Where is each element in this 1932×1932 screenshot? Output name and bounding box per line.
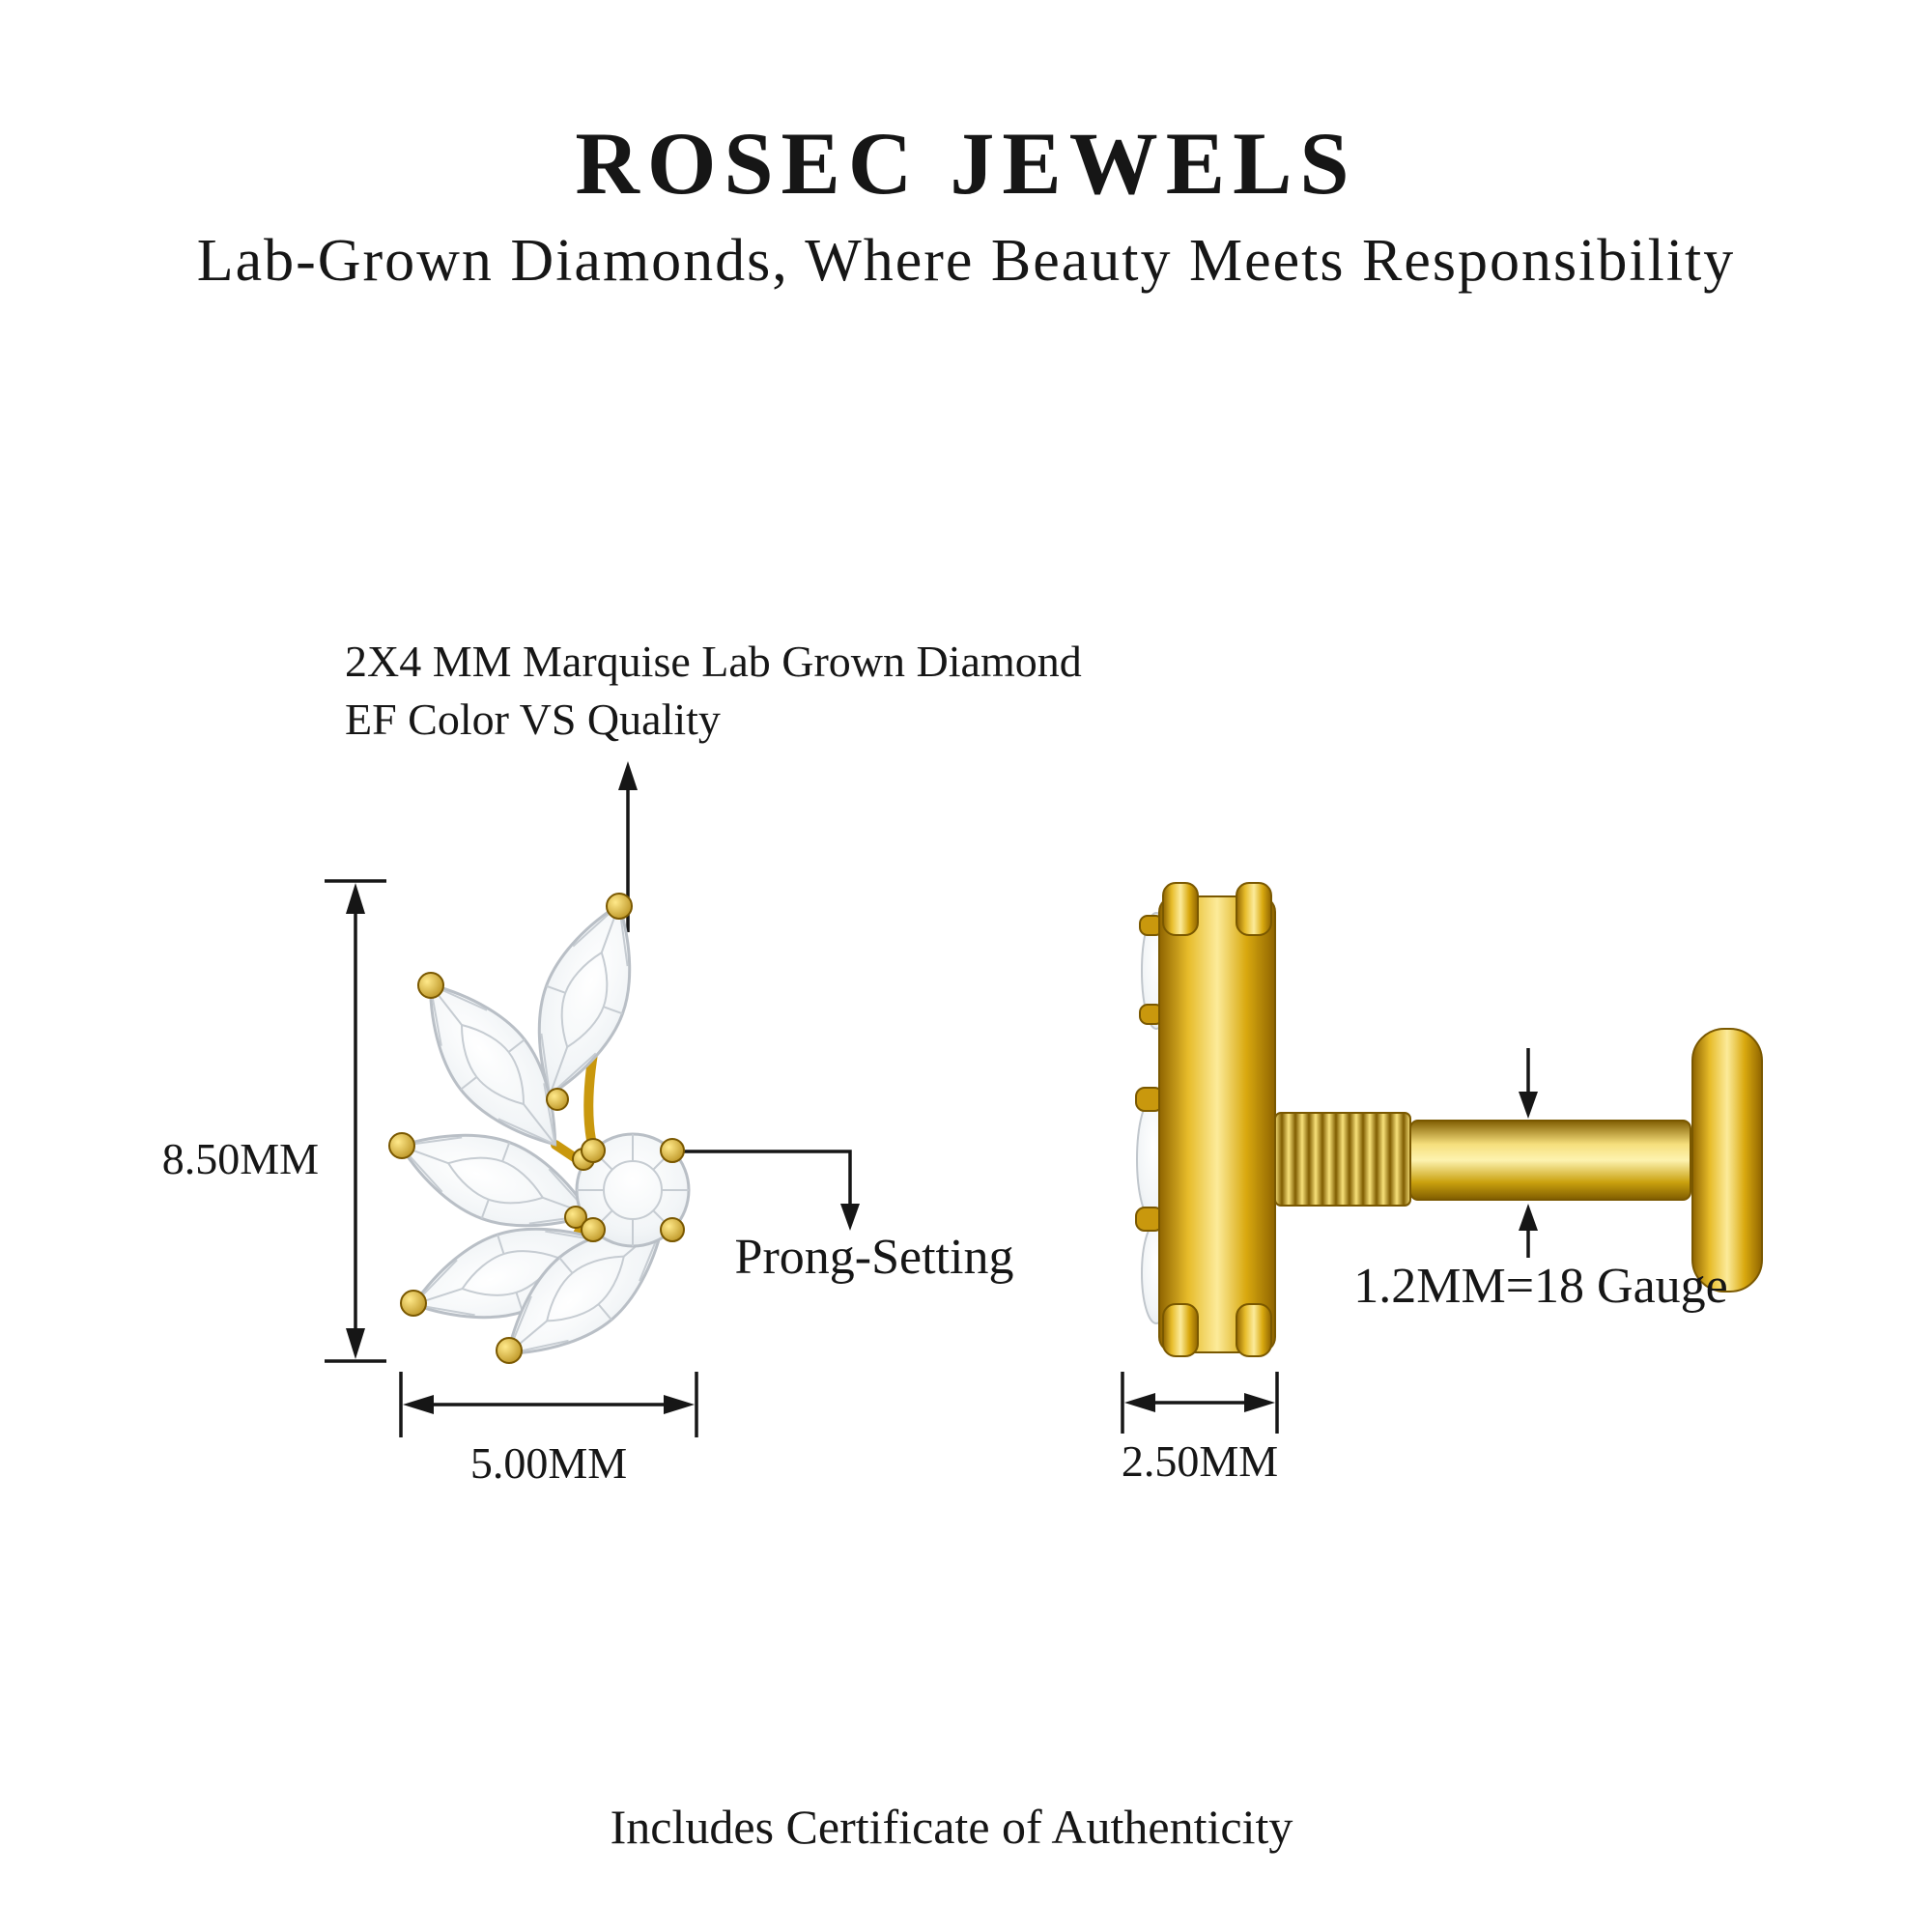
prong-setting-callout: Prong-Setting xyxy=(681,1150,1014,1285)
width-dim-arrow-right-icon xyxy=(664,1395,695,1414)
prong-bead-icon xyxy=(581,1217,606,1242)
brand-title: ROSEC JEWELS xyxy=(575,114,1356,213)
front-view-earring xyxy=(384,889,691,1387)
height-dim-arrow-down-icon xyxy=(346,1328,365,1359)
top-prong-claw xyxy=(1162,882,1199,936)
top-prong-claw xyxy=(1236,882,1272,936)
flat-back-disc xyxy=(1691,1028,1763,1293)
height-dimension-label: 8.50MM xyxy=(162,1134,319,1183)
prong-bead-icon xyxy=(581,1138,606,1163)
post-gauge-annotation: 1.2MM=18 Gauge xyxy=(1353,1048,1728,1314)
setting-plate xyxy=(1158,895,1276,1353)
depth-dim-arrow-right-icon xyxy=(1244,1393,1275,1412)
depth-dim-arrow-left-icon xyxy=(1124,1393,1155,1412)
prong-bead-icon xyxy=(546,1088,569,1111)
stone-annotation-line2: EF Color VS Quality xyxy=(345,695,721,744)
prong-bead-icon xyxy=(660,1217,685,1242)
bottom-prong-claw xyxy=(1162,1303,1199,1357)
gauge-arrow-down-icon xyxy=(1519,1092,1538,1119)
prong-callout-line xyxy=(681,1150,852,1207)
threaded-post-section xyxy=(1274,1112,1411,1207)
gauge-arrow-up-icon xyxy=(1519,1204,1538,1231)
brand-tagline: Lab-Grown Diamonds, Where Beauty Meets R… xyxy=(197,228,1736,294)
width-dim-arrow-left-icon xyxy=(403,1395,434,1414)
width-dimension-label: 5.00MM xyxy=(470,1438,627,1488)
prong-bead-icon xyxy=(496,1337,523,1364)
height-dimension: 8.50MM xyxy=(162,879,386,1363)
stone-annotation-line1: 2X4 MM Marquise Lab Grown Diamond xyxy=(345,637,1082,686)
post-bar xyxy=(1409,1120,1691,1201)
prong-bead-icon xyxy=(388,1132,415,1159)
front-view-prongs xyxy=(388,893,685,1364)
prong-bead-icon xyxy=(417,972,444,999)
bottom-prong-claw xyxy=(1236,1303,1272,1357)
depth-dimension: 2.50MM xyxy=(1121,1372,1279,1486)
prong-bead-icon xyxy=(660,1138,685,1163)
prong-bead-icon xyxy=(606,893,633,920)
width-dimension: 5.00MM xyxy=(399,1372,698,1488)
depth-dimension-label: 2.50MM xyxy=(1122,1436,1278,1486)
prong-bead-icon xyxy=(400,1290,427,1317)
prong-callout-arrowhead-icon xyxy=(840,1204,860,1231)
certificate-note: Includes Certificate of Authenticity xyxy=(611,1800,1293,1854)
post-gauge-label: 1.2MM=18 Gauge xyxy=(1353,1259,1728,1314)
prong-bead-icon xyxy=(564,1206,587,1229)
callout-arrowhead-icon xyxy=(618,761,638,790)
height-dim-arrow-up-icon xyxy=(346,883,365,914)
side-view-earring xyxy=(1135,882,1763,1357)
prong-setting-label: Prong-Setting xyxy=(735,1230,1014,1285)
